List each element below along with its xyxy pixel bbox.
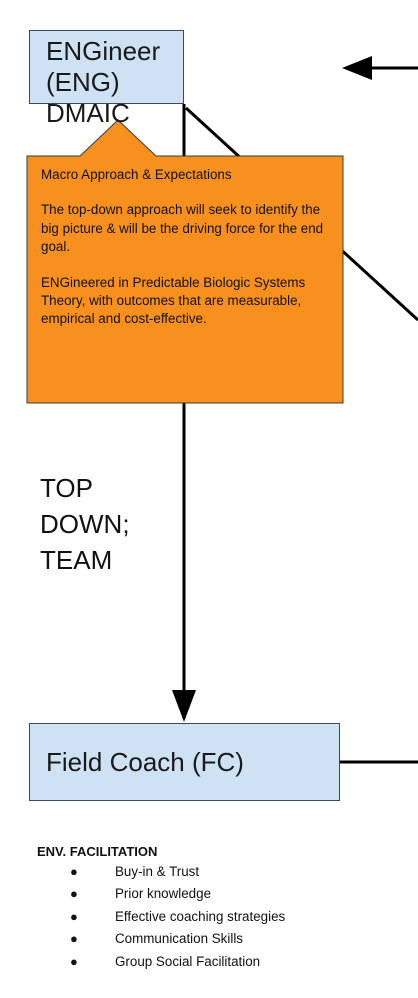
eng-box-title: ENGineer (ENG) <box>46 36 161 97</box>
top-down-arrowhead <box>172 690 196 722</box>
bullet-icon: ● <box>70 864 78 879</box>
arrow-label-line-2: DOWN; <box>40 509 130 539</box>
env-facilitation-section: ENV. FACILITATION ● Buy-in & Trust ● Prior… <box>37 844 285 973</box>
callout-title: Macro Approach & Expectations <box>41 167 232 182</box>
field-coach-box: Field Coach (FC) <box>29 723 340 801</box>
arrow-label-line-1: TOP <box>40 473 93 503</box>
callout-text: Macro Approach & Expectations The top-do… <box>28 166 340 346</box>
callout-shape <box>26 119 344 404</box>
list-item: ● Buy-in & Trust <box>37 861 285 883</box>
bullet-icon: ● <box>70 931 78 947</box>
bullet-icon: ● <box>70 886 78 902</box>
list-item-label: Buy-in & Trust <box>115 864 200 879</box>
eng-box-subtitle: DMAIC <box>46 98 130 128</box>
arrow-label: TOP DOWN; TEAM <box>40 470 130 578</box>
list-item: ● Prior knowledge <box>37 883 285 905</box>
list-item: ● Communication Skills <box>37 928 285 950</box>
callout-paragraph-1: The top-down approach will seek to ident… <box>41 202 324 255</box>
list-item-label: Communication Skills <box>115 931 243 947</box>
bullet-icon: ● <box>70 953 78 969</box>
callout-paragraph-2: ENGineered in Predictable Biologic Syste… <box>41 274 306 327</box>
arrow-label-line-3: TEAM <box>40 545 113 575</box>
list-item: ● Effective coaching strategies <box>37 906 285 928</box>
list-item-label: Effective coaching strategies <box>115 908 286 924</box>
field-coach-label: Field Coach (FC) <box>46 746 244 777</box>
env-facilitation-heading: ENV. FACILITATION <box>37 844 158 859</box>
list-item: ● Group Social Facilitation <box>37 951 285 973</box>
env-facilitation-list: ● Buy-in & Trust ● Prior knowledge ● Effect… <box>37 861 285 973</box>
list-item-label: Group Social Facilitation <box>115 953 261 969</box>
incoming-arrowhead <box>342 56 372 80</box>
eng-box: ENGineer (ENG) DMAIC <box>29 30 184 128</box>
list-item-label: Prior knowledge <box>115 886 212 902</box>
bullet-icon: ● <box>70 908 78 924</box>
